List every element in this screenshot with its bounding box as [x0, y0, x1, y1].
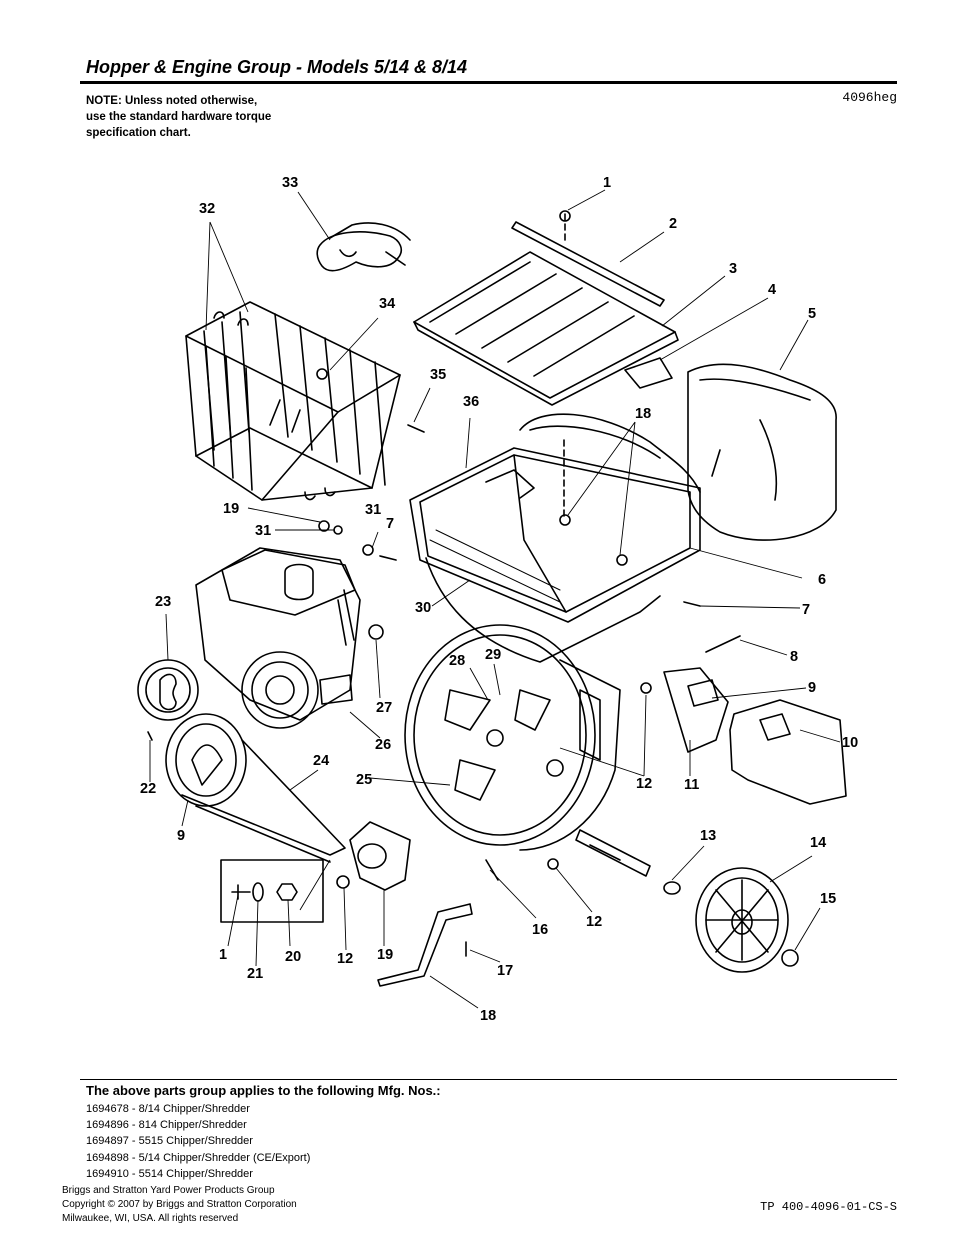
callout-label: 1 — [219, 947, 227, 963]
callout-label: 23 — [155, 594, 171, 610]
footer-line: Copyright © 2007 by Briggs and Stratton … — [62, 1199, 297, 1210]
callout-label: 8 — [790, 649, 798, 665]
safety-glasses-drawing — [316, 222, 411, 272]
engine-cover-drawing — [137, 659, 199, 721]
callout-label: 17 — [497, 963, 513, 979]
drawing-code: 4096heg — [842, 90, 897, 105]
callout-label: 28 — [449, 653, 465, 669]
callout-label: 7 — [802, 602, 810, 618]
support-leg-drawing — [377, 903, 473, 987]
collection-bag-drawing — [687, 363, 837, 541]
callout-label: 3 — [729, 261, 737, 277]
callout-label: 10 — [842, 735, 858, 751]
page-title: Hopper & Engine Group - Models 5/14 & 8/… — [86, 57, 468, 77]
footer-line: Milwaukee, WI, USA. All rights reserved — [62, 1213, 239, 1224]
hopper-body-drawing — [409, 413, 701, 663]
callout-label: 25 — [356, 772, 372, 788]
callout-label: 34 — [379, 296, 395, 312]
callout-label: 1 — [603, 175, 611, 191]
callout-label: 7 — [386, 516, 394, 532]
callout-label: 14 — [810, 835, 826, 851]
callout-label: 32 — [199, 201, 215, 217]
callout-label: 22 — [140, 781, 156, 797]
document-number: TP 400-4096-01-CS-S — [760, 1200, 897, 1214]
callout-label: 9 — [808, 680, 816, 696]
callout-label: 36 — [463, 394, 479, 410]
callout-label: 18 — [480, 1008, 496, 1024]
torque-note: NOTE: Unless noted otherwise, use the st… — [86, 93, 271, 141]
model-item: 1694678 - 8/14 Chipper/Shredder — [86, 1103, 250, 1115]
hopper-cover-drawing — [413, 213, 679, 406]
chipper-chute-drawing — [165, 713, 346, 863]
callout-label: 11 — [684, 777, 699, 793]
callout-label: 21 — [247, 966, 263, 982]
callout-label: 13 — [700, 828, 716, 844]
callout-label: 29 — [485, 647, 501, 663]
callout-label: 4 — [768, 282, 776, 298]
callout-label: 33 — [282, 175, 298, 191]
note-line: use the standard hardware torque — [86, 111, 272, 123]
engine-drawing — [195, 547, 361, 729]
callout-label: 24 — [313, 753, 329, 769]
title-rule — [80, 81, 897, 84]
callout-label: 16 — [532, 922, 548, 938]
callout-label: 31 — [255, 523, 271, 539]
callout-label: 5 — [808, 306, 816, 322]
model-item: 1694910 - 5514 Chipper/Shredder — [86, 1167, 253, 1180]
callout-label: 12 — [636, 776, 652, 792]
callout-label: 12 — [337, 951, 353, 967]
callout-labels: 33 1 32 2 3 4 5 34 35 36 18 19 31 31 7 6… — [140, 175, 858, 1024]
applies-heading: The above parts group applies to the fol… — [86, 1083, 441, 1098]
applicable-models: The above parts group applies to the fol… — [86, 1083, 441, 1182]
model-item: 1694898 - 5/14 Chipper/Shredder (CE/Expo… — [86, 1151, 311, 1164]
hardware-inset-box — [220, 859, 324, 923]
model-item: 1694897 - 5515 Chipper/Shredder — [86, 1135, 253, 1148]
callout-label: 6 — [818, 572, 826, 588]
wire-basket-drawing — [185, 301, 401, 501]
mount-bracket-drawing — [349, 821, 411, 891]
callout-label: 19 — [377, 947, 393, 963]
callout-label: 15 — [820, 891, 836, 907]
hardware-drawing — [147, 210, 741, 957]
footer-line: Briggs and Stratton Yard Power Products … — [62, 1185, 275, 1196]
inset-hardware-drawing — [231, 882, 298, 902]
note-line: specification chart. — [86, 127, 191, 139]
callout-label: 18 — [635, 406, 651, 422]
callout-label: 20 — [285, 949, 301, 965]
callout-label: 35 — [430, 367, 446, 383]
callout-label: 9 — [177, 828, 185, 844]
callout-label: 26 — [375, 737, 391, 753]
rotor-housing-drawing — [404, 624, 621, 851]
leader-lines — [149, 189, 841, 1009]
deflector-guard-drawing — [663, 667, 847, 805]
callout-label: 27 — [376, 700, 392, 716]
callout-label: 2 — [669, 216, 677, 232]
callout-label: 31 — [365, 502, 381, 518]
model-item: 1694896 - 814 Chipper/Shredder — [86, 1119, 247, 1132]
wheel-axle-drawing — [575, 829, 799, 973]
callout-label: 19 — [223, 501, 239, 517]
callout-label: 12 — [586, 914, 602, 930]
copyright-footer: Briggs and Stratton Yard Power Products … — [62, 1184, 297, 1226]
applies-rule — [80, 1079, 897, 1080]
note-line: NOTE: Unless noted otherwise, — [86, 95, 258, 107]
callout-label: 30 — [415, 600, 431, 616]
